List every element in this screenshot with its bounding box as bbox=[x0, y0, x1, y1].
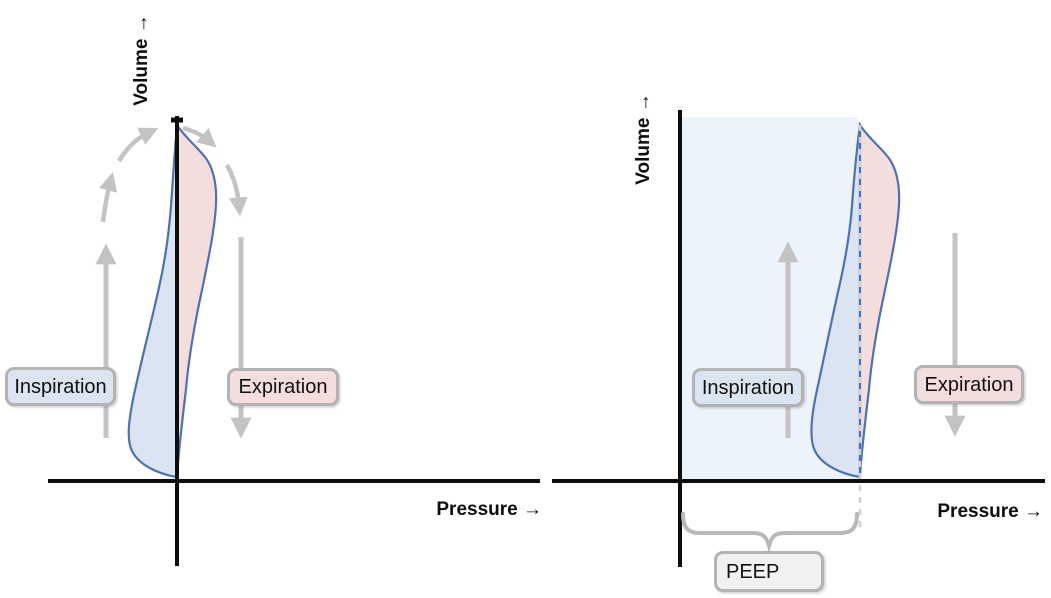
left-loop-arc-down-1 bbox=[182, 125, 217, 148]
left-expiration-limb bbox=[175, 121, 218, 478]
left-loop-arc-down-2 bbox=[225, 163, 248, 217]
left-pressure-axis-label: Pressure → bbox=[436, 499, 542, 520]
peep-brace bbox=[681, 512, 859, 554]
right-inspiration-limb bbox=[810, 124, 862, 479]
right-pressure-axis-label: Pressure → bbox=[937, 501, 1043, 522]
right-inspiration-label: Inspiration bbox=[692, 368, 804, 407]
left-loop-arc-up-2 bbox=[117, 127, 159, 163]
right-panel-plot bbox=[552, 110, 1045, 567]
left-loop-arc-up-1 bbox=[98, 172, 118, 223]
left-inspiration-limb bbox=[127, 124, 179, 479]
peep-label: PEEP bbox=[714, 551, 824, 592]
left-volume-axis-label: Volume → bbox=[131, 14, 152, 106]
right-volume-axis-label: Volume → bbox=[633, 93, 654, 185]
right-expiration-limb bbox=[858, 121, 901, 478]
left-inspiration-label: Inspiration bbox=[5, 367, 116, 406]
right-expiration-label: Expiration bbox=[914, 365, 1024, 404]
left-expiration-label: Expiration bbox=[227, 368, 339, 406]
